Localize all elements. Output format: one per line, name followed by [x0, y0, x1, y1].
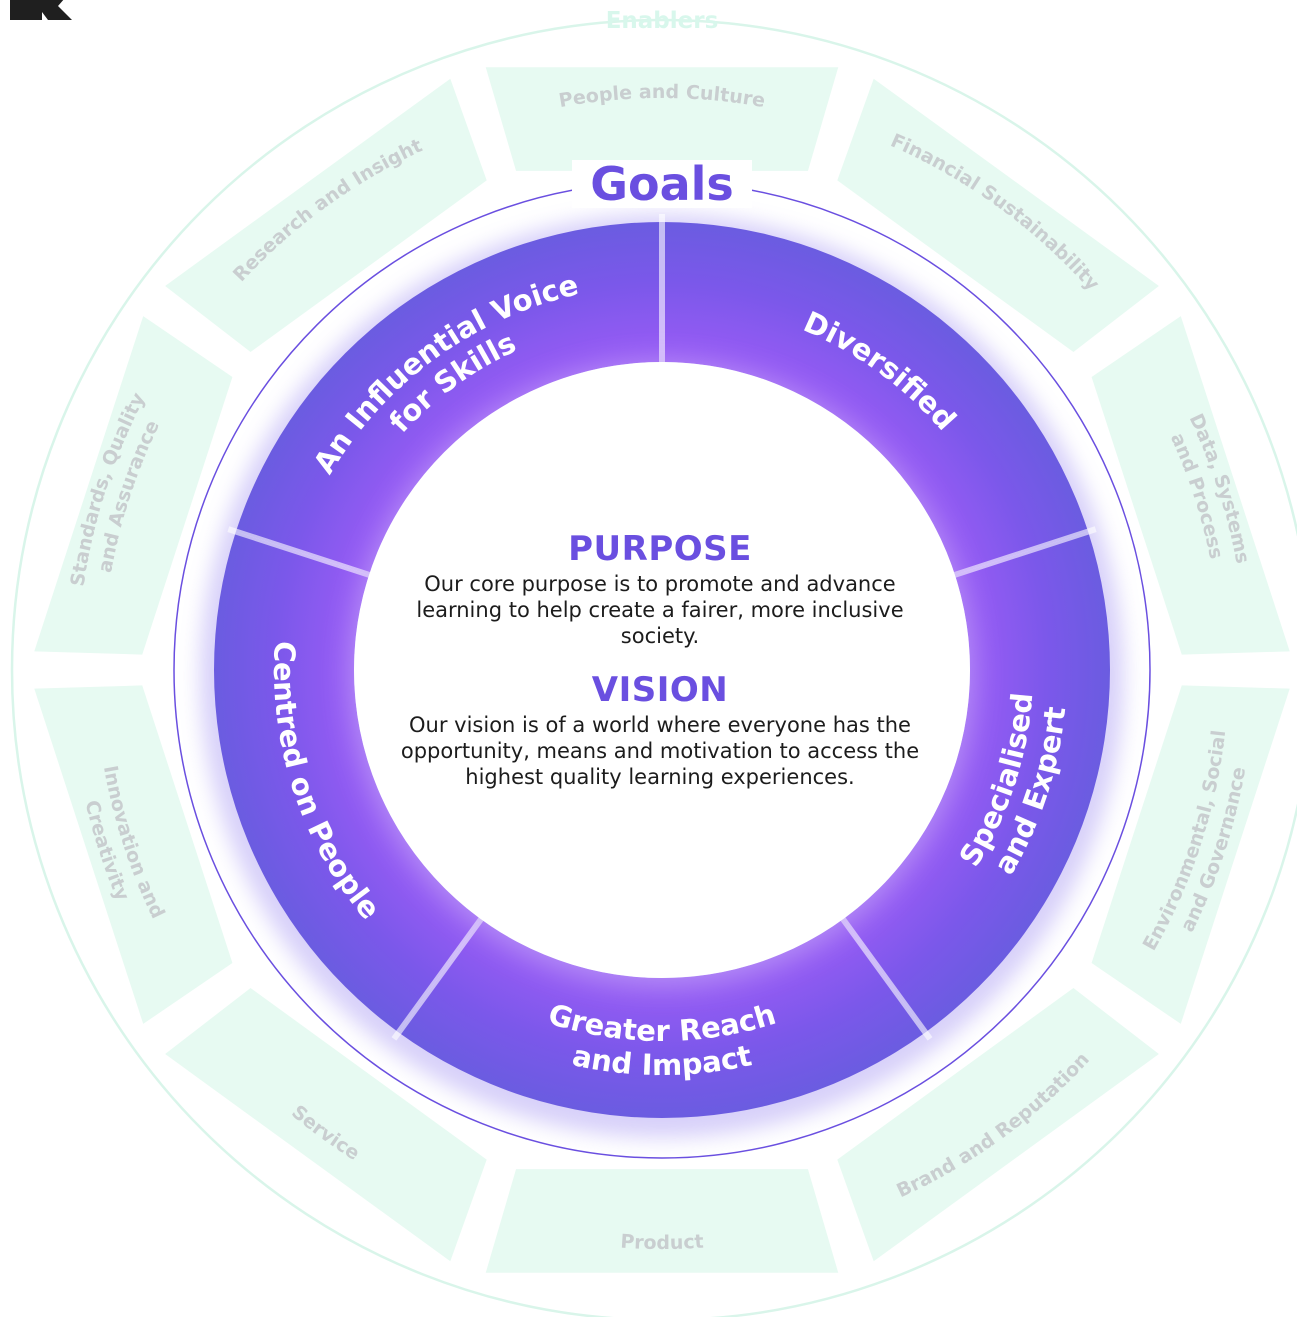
enablers-title: Enablers: [606, 8, 719, 34]
goals-ring: [173, 181, 1151, 1159]
enabler-label: Product: [620, 1231, 704, 1254]
logo-mark: [10, 0, 72, 20]
goal-segment: [662, 222, 1089, 575]
enabler-segment: [1091, 316, 1290, 655]
enabler-segment: [34, 316, 233, 655]
enabler-segment: [1091, 685, 1290, 1024]
goal-segment: [398, 919, 926, 1118]
center-statements: PURPOSE Our core purpose is to promote a…: [380, 529, 940, 790]
goal-segment: [214, 531, 481, 1033]
goals-title-backdrop: [572, 160, 752, 208]
goal-divider: [227, 526, 378, 581]
enabler-segment: [165, 78, 487, 353]
goal-divider: [835, 910, 933, 1041]
goal-segment: [235, 222, 662, 575]
enabler-segment: [837, 987, 1159, 1262]
goals-title: Goals: [590, 157, 734, 211]
enabler-segment: [485, 67, 839, 171]
enabler-segment: [165, 987, 487, 1262]
enabler-segment: [34, 685, 233, 1024]
goal-segment: [843, 531, 1110, 1033]
enablers-ring: [34, 67, 1290, 1273]
vision-text: Our vision is of a world where everyone …: [400, 713, 920, 790]
enablers-outer-circle: [10, 18, 1297, 1317]
vision-heading: VISION: [591, 670, 729, 711]
enabler-segment: [485, 1169, 839, 1273]
enabler-segment: [837, 78, 1159, 353]
purpose-text: Our core purpose is to promote and advan…: [416, 572, 904, 649]
purpose-heading: PURPOSE: [568, 529, 752, 569]
goal-divider: [946, 526, 1097, 581]
center-disc: [354, 362, 970, 978]
goal-divider: [391, 910, 489, 1041]
